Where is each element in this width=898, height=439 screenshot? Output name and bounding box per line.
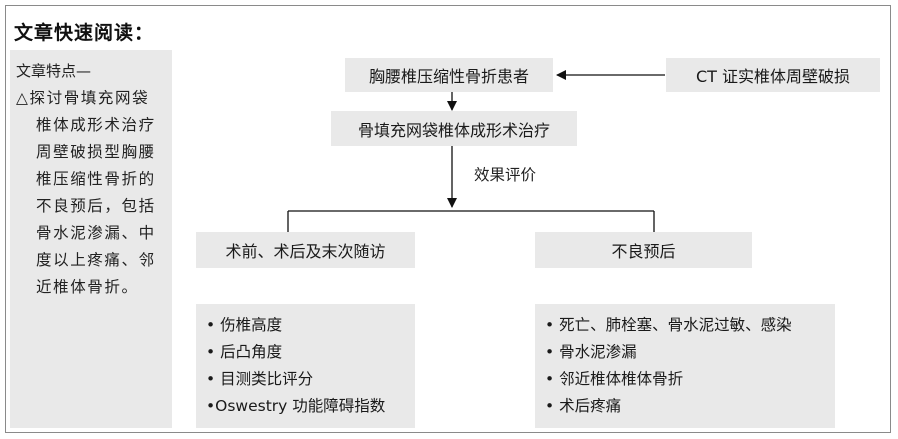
list-item: •Oswestry 功能障碍指数	[206, 397, 386, 415]
features-line: 不良预后，包括	[36, 197, 156, 215]
treatment-box: 骨填充网袋椎体成形术治疗	[331, 111, 577, 146]
figure-frame	[5, 5, 891, 433]
right-branch-list: • 死亡、肺栓塞、骨水泥过敏、感染 • 骨水泥渗漏 • 邻近椎体椎体骨折 • 术…	[535, 304, 835, 428]
figure-title: 文章快速阅读：	[14, 22, 155, 44]
list-item: • 死亡、肺栓塞、骨水泥过敏、感染	[545, 316, 792, 334]
list-item: • 后凸角度	[206, 343, 283, 361]
features-line: 骨水泥渗漏、中	[36, 224, 156, 242]
list-item: • 术后疼痛	[545, 397, 622, 415]
list-item: • 骨水泥渗漏	[545, 343, 637, 361]
features-line: 椎压缩性骨折的	[36, 170, 156, 188]
features-heading: 文章特点—	[16, 62, 92, 80]
right-branch-title: 不良预后	[535, 232, 752, 268]
features-line: 度以上疼痛、邻	[36, 251, 156, 269]
list-item: • 目测类比评分	[206, 370, 314, 388]
features-line: 椎体成形术治疗	[36, 116, 156, 134]
features-line: 周壁破损型胸腰	[36, 143, 156, 161]
article-features-panel: 文章特点— △探讨骨填充网袋 椎体成形术治疗 周壁破损型胸腰 椎压缩性骨折的 不…	[10, 50, 172, 428]
evaluation-label: 效果评价	[474, 166, 537, 184]
list-item: • 邻近椎体椎体骨折	[545, 370, 684, 388]
left-branch-title: 术前、术后及末次随访	[196, 232, 415, 268]
patients-box: 胸腰椎压缩性骨折患者	[345, 58, 553, 92]
features-line: 近椎体骨折。	[36, 278, 139, 296]
left-branch-list: • 伤椎高度 • 后凸角度 • 目测类比评分 •Oswestry 功能障碍指数	[196, 304, 415, 428]
list-item: • 伤椎高度	[206, 316, 283, 334]
ct-box: CT 证实椎体周壁破损	[666, 58, 880, 92]
features-line: △探讨骨填充网袋	[16, 89, 150, 107]
